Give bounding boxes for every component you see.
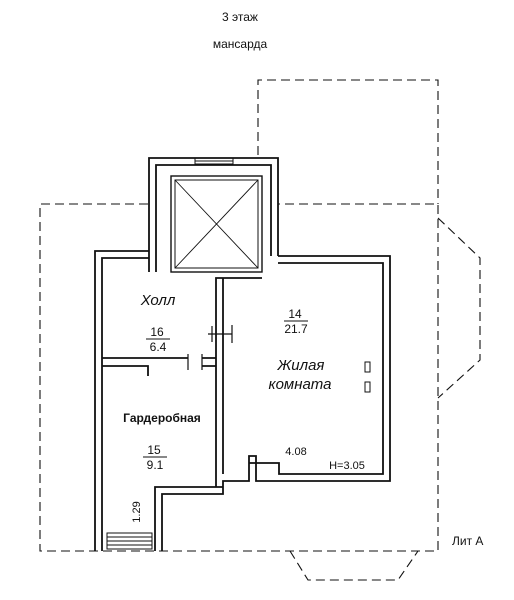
room-name-wardrobe: Гардеробная <box>123 411 201 425</box>
room-number-hall: 16 <box>150 325 164 339</box>
room-area-wardrobe: 9.1 <box>147 458 164 472</box>
floor-subtitle: мансарда <box>213 37 268 51</box>
room-number-living: 14 <box>288 307 302 321</box>
wall-length-label: 4.08 <box>285 446 306 458</box>
door-markers <box>187 325 233 370</box>
room-name-living-line1: Жилая <box>277 357 325 374</box>
lit-label: Лит А <box>452 534 483 548</box>
stair-steps-top <box>194 157 234 166</box>
radiator-icon <box>364 361 371 393</box>
room-area-living: 21.7 <box>284 322 308 336</box>
outer-outline-dashed <box>39 79 481 581</box>
walls <box>94 250 391 551</box>
room-name-living-line2: комната <box>269 376 332 393</box>
floor-title: 3 этаж <box>222 10 258 24</box>
room-name-hall: Холл <box>140 292 176 309</box>
shaft <box>170 175 263 273</box>
room-number-wardrobe: 15 <box>147 443 161 457</box>
room-area-hall: 6.4 <box>150 340 167 354</box>
stair-width-label: 1.29 <box>131 501 143 522</box>
stair-steps-bottom <box>106 532 153 550</box>
stair-tower <box>148 157 279 272</box>
ceiling-height-label: H=3.05 <box>329 460 365 472</box>
